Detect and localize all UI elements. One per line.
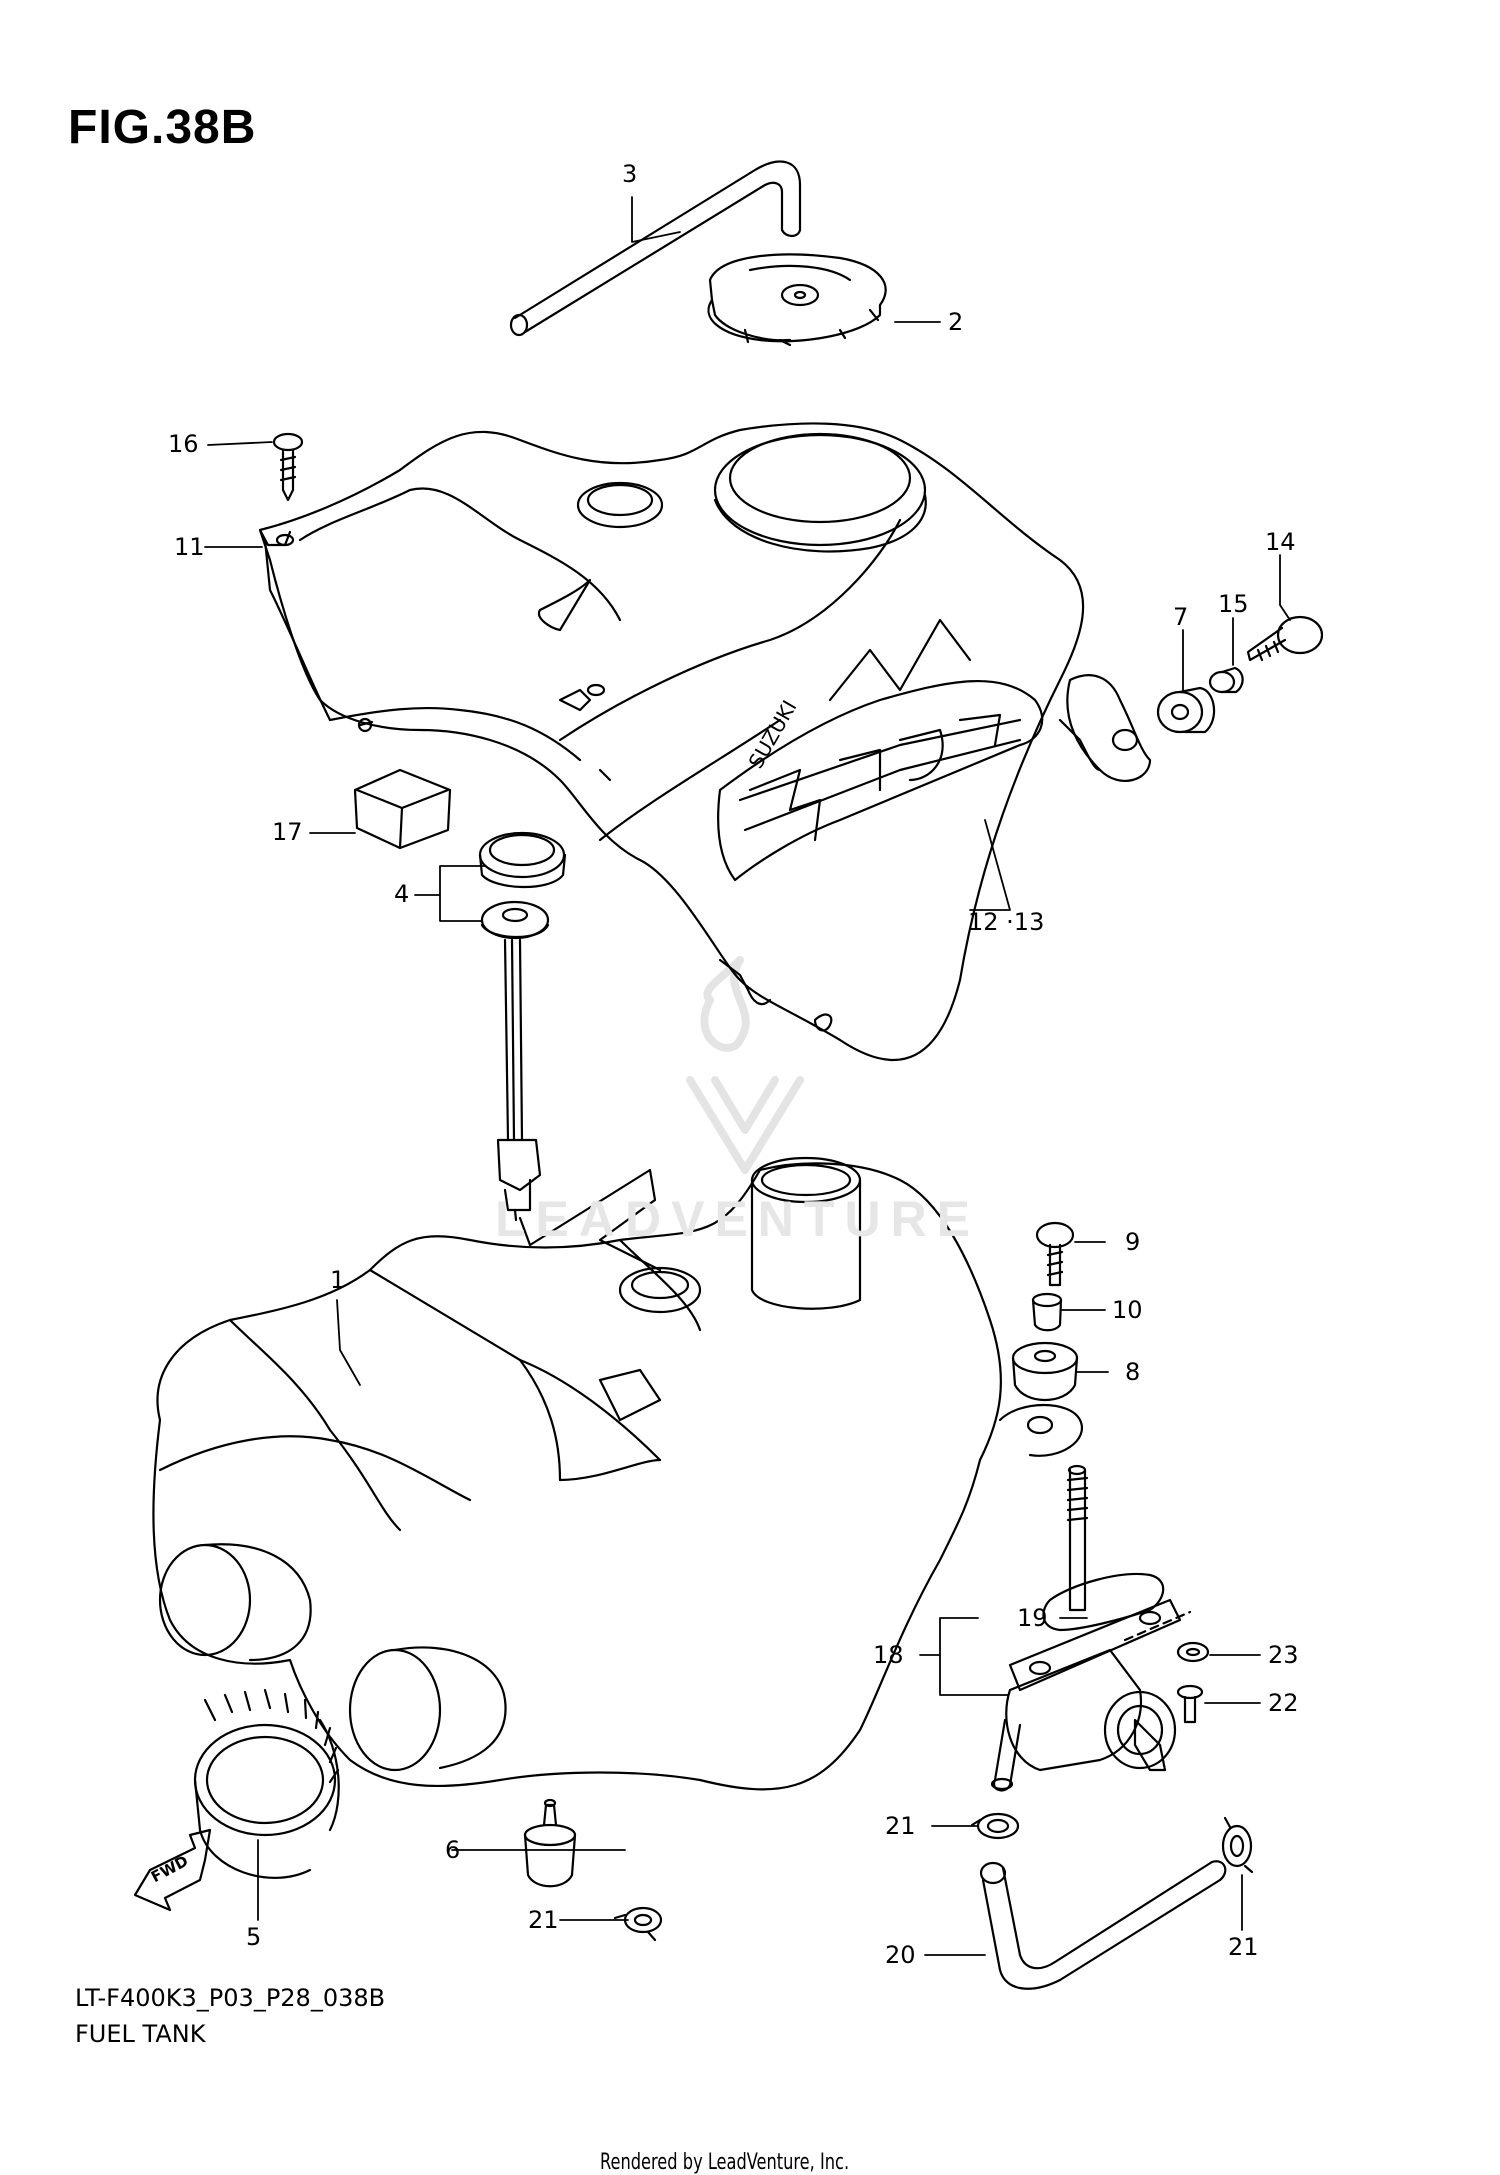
callout-5: 5 bbox=[246, 1923, 262, 1951]
rendered-by-credit: Rendered by LeadVenture, Inc. bbox=[600, 2150, 850, 2175]
model-code: LT-F400K3_P03_P28_038B bbox=[75, 1984, 386, 2012]
breather-hose-part bbox=[509, 160, 802, 337]
fuel-hose-part bbox=[979, 1860, 1227, 1990]
cushion-7-part bbox=[1156, 686, 1216, 734]
screw-22-part bbox=[1176, 1684, 1204, 1724]
figure-title: FIG.38B bbox=[68, 101, 257, 154]
callout-1: 1 bbox=[330, 1266, 346, 1294]
screw-16-part bbox=[272, 432, 304, 502]
callout-6: 6 bbox=[445, 1836, 461, 1864]
clamp-band-part bbox=[193, 1688, 340, 1879]
callout-17: 17 bbox=[272, 818, 303, 846]
collar-10-part bbox=[1031, 1292, 1063, 1332]
callout-21-cock: 21 bbox=[885, 1812, 916, 1840]
callout-10: 10 bbox=[1112, 1296, 1143, 1324]
collar-15-part bbox=[1208, 666, 1244, 694]
hose-clip-21-part-c bbox=[1221, 1816, 1254, 1874]
callout-18: 18 bbox=[873, 1641, 904, 1669]
fuel-cap-part bbox=[707, 253, 887, 347]
rubber-cushion-6-part bbox=[523, 1798, 577, 1888]
bolt-14-part bbox=[1246, 615, 1324, 662]
forward-arrow-icon bbox=[133, 1828, 212, 1912]
callout-3: 3 bbox=[622, 160, 638, 188]
cushion-block-17-part bbox=[353, 768, 452, 850]
callout-9: 9 bbox=[1125, 1228, 1141, 1256]
fuel-gauge-part bbox=[478, 831, 567, 1222]
callout-14: 14 bbox=[1265, 528, 1296, 556]
bolt-9-part bbox=[1035, 1221, 1075, 1287]
callout-15: 15 bbox=[1218, 590, 1249, 618]
fuel-tank-cover-part bbox=[258, 422, 1152, 1062]
hose-clip-21-part-a bbox=[613, 1906, 663, 1942]
callout-20: 20 bbox=[885, 1941, 916, 1969]
cushion-8-part bbox=[1011, 1341, 1079, 1402]
callout-11: 11 bbox=[174, 533, 205, 561]
section-name: FUEL TANK bbox=[75, 2020, 206, 2048]
hose-clip-21-part-b bbox=[970, 1812, 1020, 1840]
callout-12-13: 12 ·13 bbox=[968, 908, 1045, 936]
callout-4: 4 bbox=[394, 880, 410, 908]
callout-21-bottom: 21 bbox=[528, 1906, 559, 1934]
svg-text:SUZUKI: SUZUKI bbox=[744, 696, 802, 772]
callout-7: 7 bbox=[1173, 603, 1189, 631]
leadventure-watermark-logo bbox=[686, 956, 804, 1174]
callout-2: 2 bbox=[948, 308, 964, 336]
callout-21-hose: 21 bbox=[1228, 1933, 1259, 1961]
fuel-cock-part bbox=[990, 1464, 1192, 1792]
watermark-text: LEADVENTURE bbox=[495, 1191, 981, 1247]
callout-22: 22 bbox=[1268, 1689, 1299, 1717]
leader-lines bbox=[204, 196, 1291, 1956]
callout-8: 8 bbox=[1125, 1358, 1141, 1386]
washer-23-part bbox=[1176, 1641, 1210, 1663]
callout-19: 19 bbox=[1017, 1604, 1048, 1632]
callout-23: 23 bbox=[1268, 1641, 1299, 1669]
callout-16: 16 bbox=[168, 430, 199, 458]
